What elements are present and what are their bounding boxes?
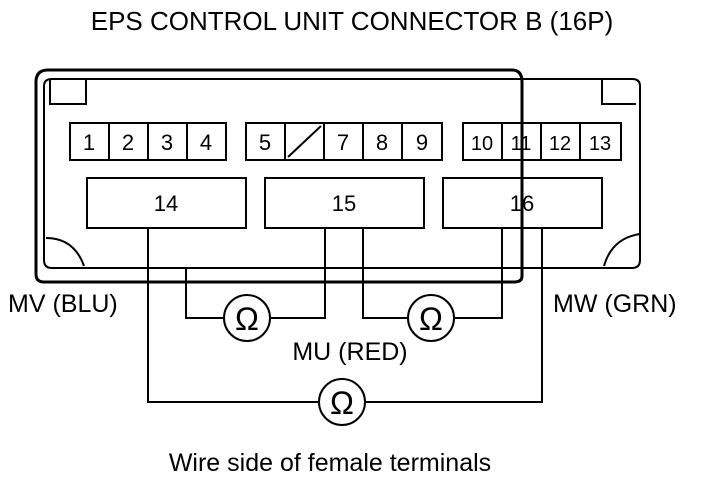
wire-meter-a-to-14 — [185, 268, 224, 319]
ohmmeter-icon — [407, 294, 455, 342]
pin-6-blank-slash — [287, 125, 322, 158]
ohm-symbol: Ω — [419, 301, 443, 337]
pin-label: 11 — [511, 133, 532, 155]
large-pin-labels: 14 15 16 — [154, 191, 534, 216]
pin-label: 13 — [589, 133, 611, 155]
wire-label-mw: MW (GRN) — [553, 290, 677, 318]
ohmmeter-a: Ω — [223, 294, 271, 342]
lock-mark-bottom-right — [603, 233, 641, 267]
housing-inner-outline — [43, 78, 641, 269]
pin-label: 2 — [122, 130, 134, 155]
large-pin-row — [86, 177, 603, 229]
pin-label: 15 — [332, 191, 356, 216]
ohmmeter-b: Ω — [407, 294, 455, 342]
connector-housing — [34, 68, 641, 284]
diagram-title: EPS CONTROL UNIT CONNECTOR B (16P) — [91, 6, 614, 36]
pin-16-cell — [442, 177, 603, 229]
pin-15-cell — [264, 177, 425, 229]
top-pin-row — [69, 122, 622, 161]
meter-wiring — [147, 228, 543, 403]
wire-14-to-meter-c — [147, 228, 318, 403]
pin-group-5-9 — [245, 122, 443, 161]
wire-meter-b-to-16 — [454, 228, 503, 319]
pin-label: 5 — [259, 130, 271, 155]
ohmmeter-icon — [318, 378, 366, 426]
pin-label: 7 — [337, 130, 349, 155]
pin-label: 12 — [549, 133, 571, 155]
pin-14-cell — [86, 177, 247, 229]
wire-label-mu: MU (RED) — [292, 338, 407, 366]
housing-outer-outline — [34, 68, 524, 284]
lock-mark-bottom-left — [45, 237, 85, 267]
pin-label: 9 — [416, 130, 428, 155]
diagram-footer: Wire side of female terminals — [169, 449, 491, 477]
top-pin-labels: 1 2 3 4 5 7 8 9 10 11 12 13 — [83, 130, 611, 155]
ohm-symbol: Ω — [235, 301, 259, 337]
pin-label: 14 — [154, 191, 178, 216]
pin-label: 1 — [83, 130, 95, 155]
pin-label: 3 — [161, 130, 173, 155]
ohm-symbol: Ω — [330, 385, 354, 421]
pin-label: 8 — [376, 130, 388, 155]
pin-label: 4 — [200, 130, 212, 155]
wire-label-mv: MV (BLU) — [8, 290, 118, 318]
wire-15-to-meter-a — [270, 228, 326, 319]
wire-meter-c-to-16 — [366, 228, 543, 403]
ohmmeter-icon — [223, 294, 271, 342]
lock-mark-top-right — [601, 79, 636, 105]
ohmmeter-c: Ω — [318, 378, 366, 426]
pin-label: 16 — [510, 191, 534, 216]
lock-mark-top-left — [49, 79, 87, 105]
wire-15-to-meter-b — [362, 228, 408, 319]
pin-label: 10 — [471, 133, 493, 155]
